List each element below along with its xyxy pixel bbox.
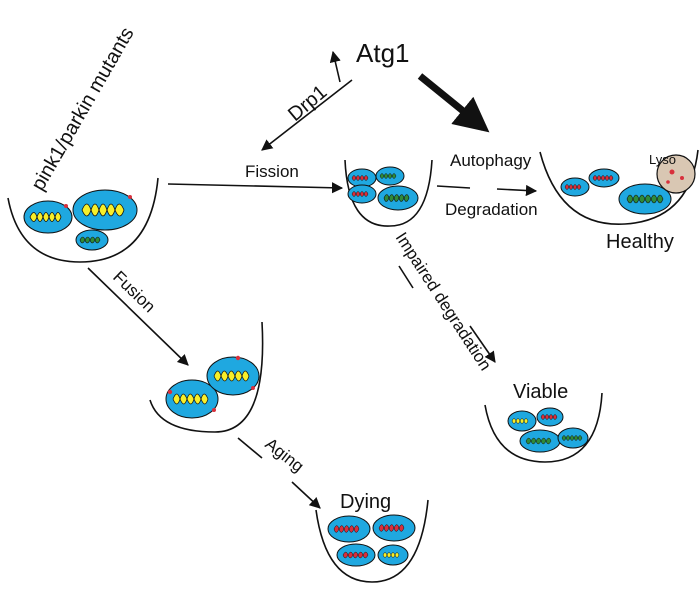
mito-fused-left (165, 379, 219, 419)
arrow-atg1-autophagy (417, 73, 490, 133)
mito-green-small (75, 229, 109, 251)
label-viable: Viable (513, 381, 568, 403)
arrow-atg1-fission (261, 79, 353, 151)
mito-yellow-large (23, 200, 73, 234)
mito-fused-right (206, 355, 260, 396)
label-aging: Aging (262, 434, 308, 476)
label-degradation: Degradation (445, 200, 538, 219)
label-impaired: Impaired degradation (392, 229, 495, 374)
label-drp1: Drp1 (284, 81, 331, 126)
tick-aging (237, 437, 263, 459)
label-atg1: Atg1 (356, 38, 410, 68)
label-mutants: pink1/parkin mutants (27, 24, 138, 195)
arrow-impaired (469, 325, 496, 363)
cell-fission (344, 159, 433, 227)
label-fission: Fission (245, 162, 299, 181)
label-autophagy: Autophagy (450, 151, 532, 170)
cell-dying (315, 499, 429, 583)
label-lyso: Lyso (649, 152, 676, 167)
cell-viable (484, 392, 603, 463)
tick-autophagy (436, 185, 471, 189)
arrow-fission (167, 182, 344, 194)
label-fusion: Fusion (109, 267, 159, 316)
arrow-aging (291, 481, 321, 509)
tick-impaired (398, 265, 414, 289)
arrow-fusion (87, 267, 189, 366)
cell-fusion (149, 321, 264, 433)
arrow-autophagy (496, 184, 538, 197)
arrow-atg1-drp1 (329, 50, 341, 83)
cell-healthy (539, 149, 699, 225)
label-healthy: Healthy (606, 231, 674, 253)
label-dying: Dying (340, 491, 391, 513)
mito-yellow-xlarge (72, 189, 138, 231)
lysosome (656, 154, 696, 194)
cell-mutant (7, 177, 159, 263)
